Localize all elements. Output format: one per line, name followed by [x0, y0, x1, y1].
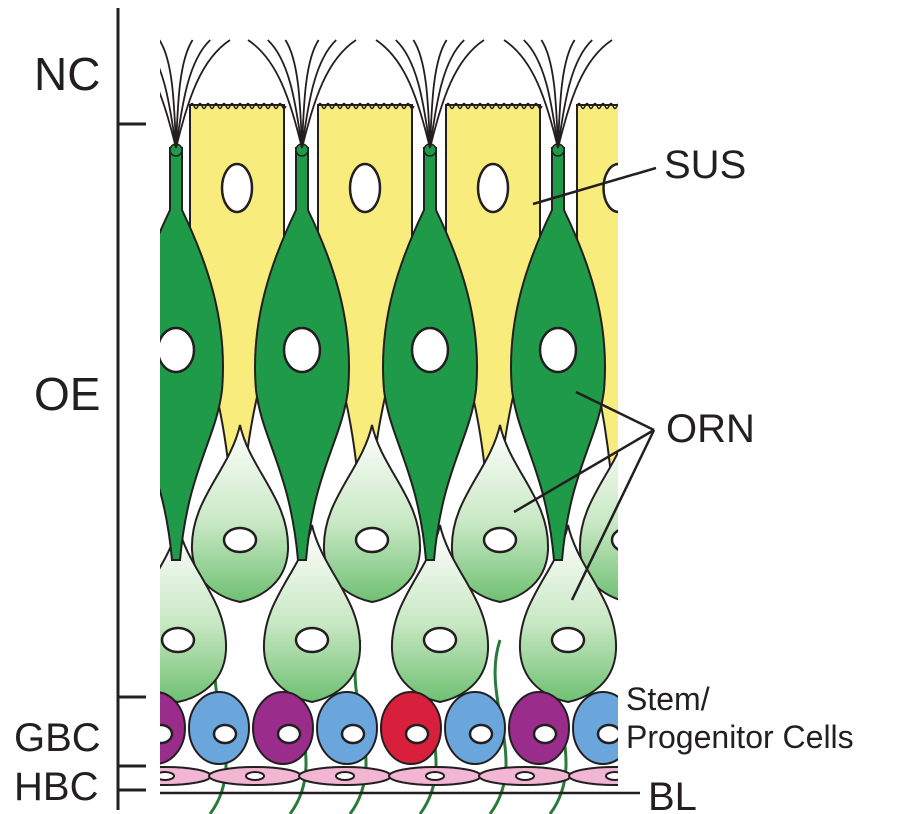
label-oe: OE	[34, 368, 100, 420]
mature-orn-nucleus	[540, 328, 576, 372]
globose-basal-nucleus	[470, 725, 492, 743]
globose-basal-nucleus	[278, 725, 300, 743]
horizontal-basal-nucleus	[336, 772, 354, 780]
epithelium-tissue	[119, 40, 676, 814]
globose-basal-nucleus	[534, 725, 556, 743]
label-stem-line1: Stem/	[626, 681, 710, 717]
label-gbc: GBC	[14, 716, 101, 760]
globose-basal-nucleus	[406, 725, 428, 743]
globose-basal-cells	[125, 692, 633, 764]
layer-scale-bar	[118, 8, 146, 810]
label-orn: ORN	[666, 407, 755, 451]
label-stem-line2: Progenitor Cells	[626, 719, 854, 755]
immature-orn-nucleus	[552, 628, 584, 652]
cilium	[122, 40, 176, 148]
horizontal-basal-nucleus	[516, 772, 534, 780]
sustentacular-nucleus	[604, 164, 634, 212]
immature-orn-nucleus	[296, 628, 328, 652]
globose-basal-cell	[125, 692, 185, 764]
globose-basal-nucleus	[342, 725, 364, 743]
horizontal-basal-nucleus	[156, 772, 174, 780]
immature-orn-nucleus	[162, 628, 194, 652]
immature-orn-cell	[580, 425, 676, 602]
immature-orn-nucleus	[612, 528, 644, 552]
label-nc: NC	[34, 48, 100, 100]
globose-basal-nucleus	[214, 725, 236, 743]
horizontal-basal-nucleus	[606, 772, 624, 780]
globose-basal-nucleus	[598, 725, 620, 743]
sustentacular-nucleus	[222, 164, 252, 212]
mature-orn-nucleus	[284, 328, 320, 372]
mature-orn-nucleus	[412, 328, 448, 372]
horizontal-basal-nucleus	[426, 772, 444, 780]
label-bl: BL	[648, 775, 697, 814]
horizontal-basal-cells	[119, 767, 661, 785]
horizontal-basal-nucleus	[246, 772, 264, 780]
label-sus: SUS	[664, 143, 746, 187]
sustentacular-nucleus	[478, 164, 508, 212]
immature-orn-nucleus	[424, 628, 456, 652]
label-hbc: HBC	[14, 765, 98, 809]
immature-orn-nucleus	[484, 528, 516, 552]
immature-orn-cells	[130, 425, 676, 702]
immature-orn-nucleus	[224, 528, 256, 552]
globose-basal-nucleus	[150, 725, 172, 743]
mature-orn-nucleus	[158, 328, 194, 372]
sustentacular-nucleus	[350, 164, 380, 212]
immature-orn-nucleus	[356, 528, 388, 552]
